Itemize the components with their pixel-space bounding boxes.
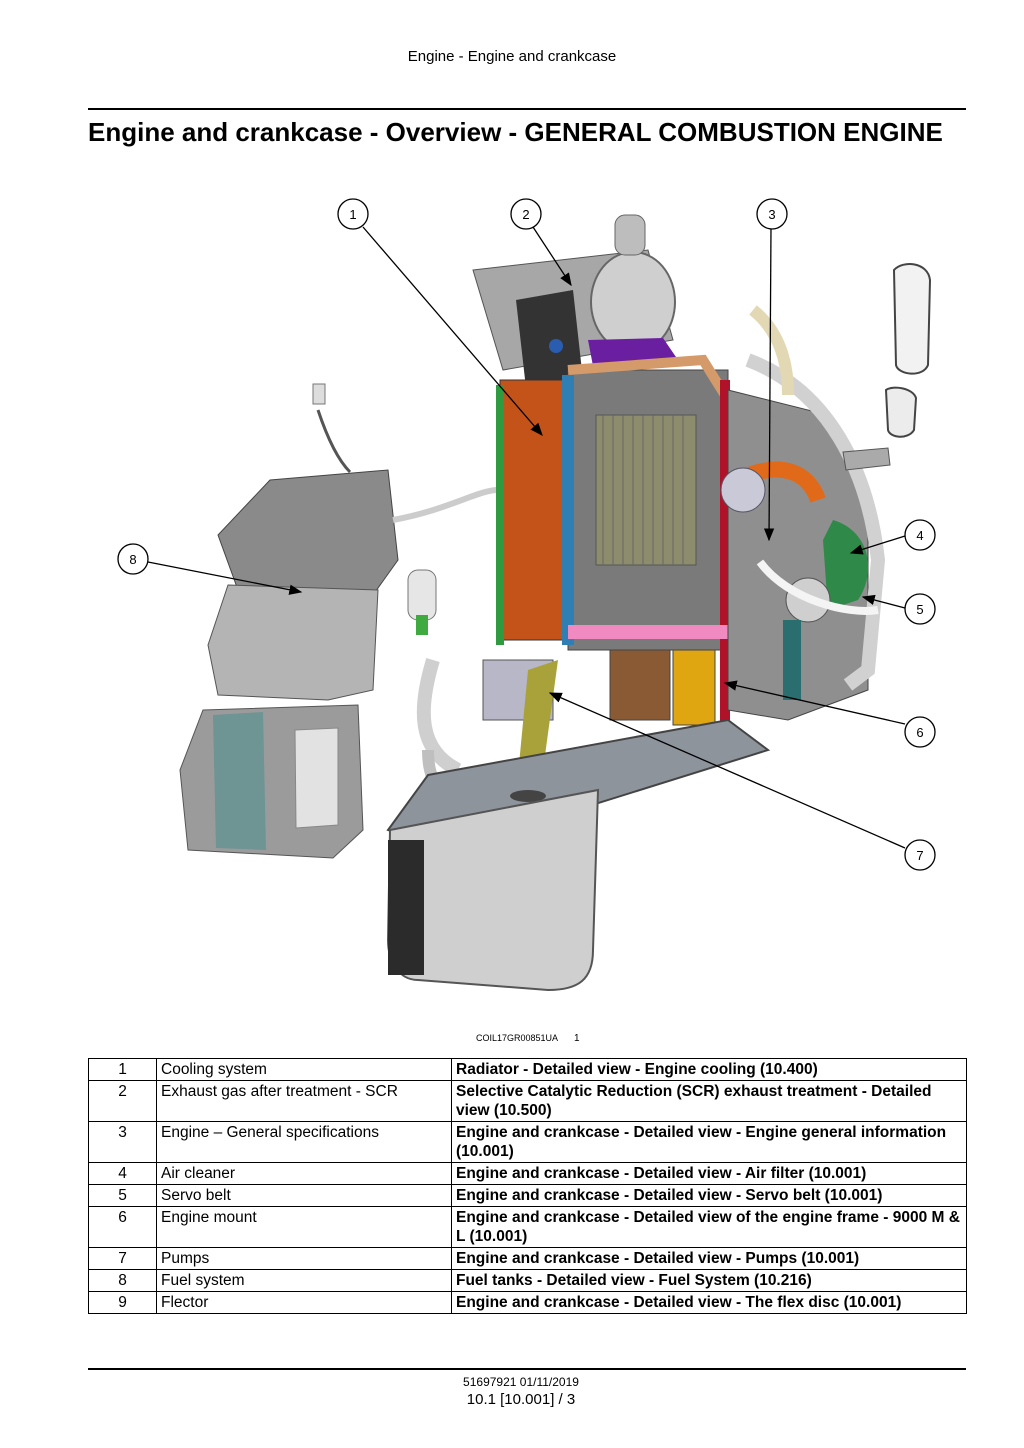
legend-item-reference[interactable]: Engine and crankcase - Detailed view - T… bbox=[451, 1291, 967, 1314]
callout-6: 6 bbox=[904, 716, 936, 748]
legend-item-reference[interactable]: Selective Catalytic Reduction (SCR) exha… bbox=[451, 1080, 967, 1122]
legend-item-number: 5 bbox=[88, 1184, 157, 1207]
callout-4: 4 bbox=[904, 519, 936, 551]
engine-support bbox=[386, 718, 771, 992]
legend-item-reference[interactable]: Engine and crankcase - Detailed view - A… bbox=[451, 1162, 967, 1185]
image-code: COIL17GR00851UA bbox=[476, 1033, 559, 1043]
legend-item-description: Fuel system bbox=[156, 1269, 452, 1292]
page-title: Engine and crankcase - Overview - GENERA… bbox=[88, 117, 943, 147]
legend-item-number: 8 bbox=[88, 1269, 157, 1292]
footer-doc-code: 51697921 01/11/2019 bbox=[463, 1375, 579, 1389]
legend-item-number: 6 bbox=[88, 1206, 157, 1248]
callout-3: 3 bbox=[756, 198, 788, 230]
legend-item-description: Pumps bbox=[156, 1247, 452, 1270]
legend-item-reference[interactable]: Engine and crankcase - Detailed view - E… bbox=[451, 1121, 967, 1163]
legend-item-number: 9 bbox=[88, 1291, 157, 1314]
legend-item-description: Exhaust gas after treatment - SCR bbox=[156, 1080, 452, 1122]
callout-leaders bbox=[147, 226, 906, 849]
legend-item-number: 7 bbox=[88, 1247, 157, 1270]
callout-8-label: 8 bbox=[129, 552, 136, 567]
figure-number: 1 bbox=[574, 1033, 580, 1044]
running-header: Engine - Engine and crankcase bbox=[407, 48, 617, 65]
legend-item-reference[interactable]: Radiator - Detailed view - Engine coolin… bbox=[451, 1058, 967, 1081]
legend-item-reference[interactable]: Engine and crankcase - Detailed view - P… bbox=[451, 1247, 967, 1270]
legend-item-description: Air cleaner bbox=[156, 1162, 452, 1185]
callout-5: 5 bbox=[904, 593, 936, 625]
legend-item-description: Engine mount bbox=[156, 1206, 452, 1248]
legend-item-description: Servo belt bbox=[156, 1184, 452, 1207]
legend-item-reference[interactable]: Fuel tanks - Detailed view - Fuel System… bbox=[451, 1269, 967, 1292]
legend-item-description: Flector bbox=[156, 1291, 452, 1314]
top-rule bbox=[88, 108, 966, 110]
mirror-assembly bbox=[842, 263, 932, 471]
figure-caption: COIL17GR00851UA 1 bbox=[476, 1033, 580, 1044]
callout-2: 2 bbox=[510, 198, 542, 230]
callout-7-label: 7 bbox=[916, 848, 923, 863]
callout-5-label: 5 bbox=[916, 602, 923, 617]
callout-4-label: 4 bbox=[916, 528, 923, 543]
legend-item-reference[interactable]: Engine and crankcase - Detailed view - S… bbox=[451, 1184, 967, 1207]
legend-item-number: 3 bbox=[88, 1121, 157, 1163]
legend-item-description: Cooling system bbox=[156, 1058, 452, 1081]
exhaust-scr-assembly bbox=[472, 214, 678, 388]
footer-page-ref: 10.1 [10.001] / 3 bbox=[466, 1391, 576, 1408]
callout-8: 8 bbox=[117, 543, 149, 575]
legend-item-number: 1 bbox=[88, 1058, 157, 1081]
legend-item-number: 4 bbox=[88, 1162, 157, 1185]
engine-block bbox=[720, 305, 886, 721]
legend-item-description: Engine – General specifications bbox=[156, 1121, 452, 1163]
legend-item-number: 2 bbox=[88, 1080, 157, 1122]
bottom-rule bbox=[88, 1368, 966, 1370]
callout-6-label: 6 bbox=[916, 725, 923, 740]
callout-1: 1 bbox=[337, 198, 369, 230]
callout-1-label: 1 bbox=[349, 207, 356, 222]
callout-7: 7 bbox=[904, 839, 936, 871]
legend-item-reference[interactable]: Engine and crankcase - Detailed view of … bbox=[451, 1206, 967, 1248]
callout-3-label: 3 bbox=[768, 207, 775, 222]
engine-drawing: 1 2 3 4 5 6 7 8 bbox=[117, 198, 936, 992]
engine-illustration: 1 2 3 4 5 6 7 8 bbox=[88, 190, 968, 1020]
callout-2-label: 2 bbox=[522, 207, 529, 222]
fuel-tank-assembly bbox=[179, 383, 499, 859]
